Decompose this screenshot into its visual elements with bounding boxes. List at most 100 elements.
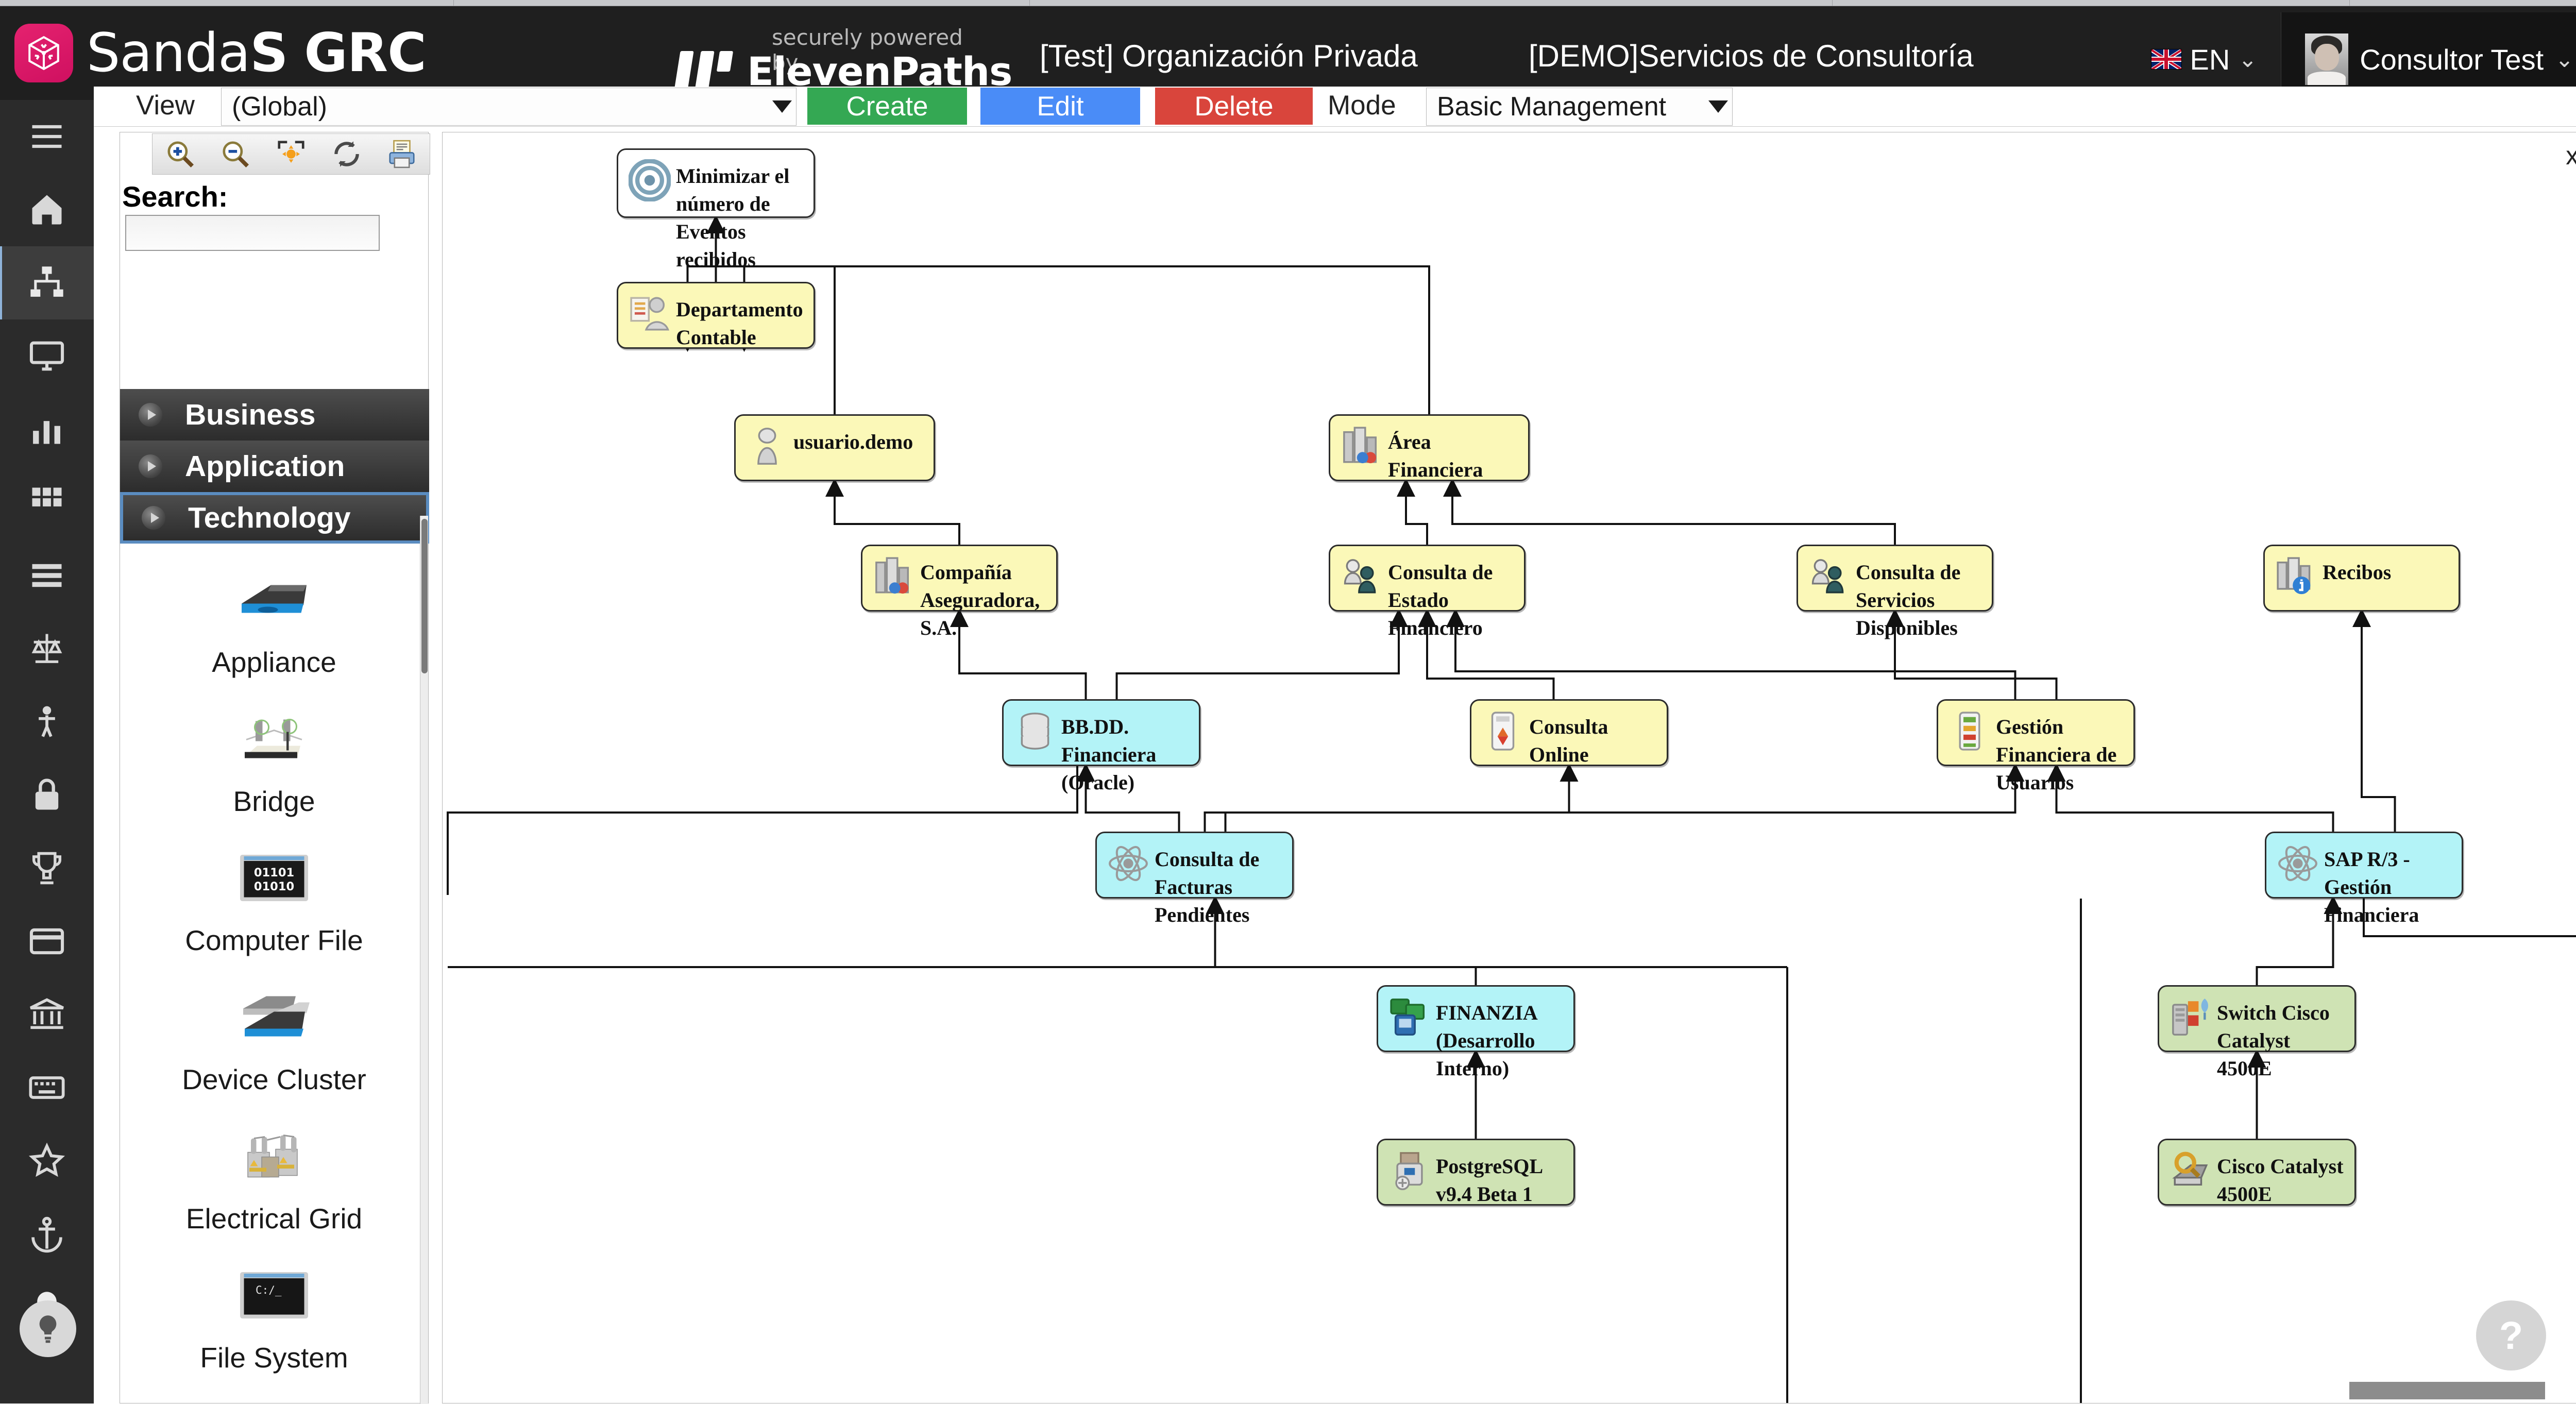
diagram-node-label: Departamento Contable	[676, 296, 806, 351]
palette-item-bridge[interactable]: Bridge	[120, 690, 428, 829]
scales-icon	[27, 629, 66, 668]
palette-item-computer-file[interactable]: 0110101010Computer File	[120, 829, 428, 968]
goal-target-icon	[629, 159, 671, 201]
rail-item-anchor[interactable]	[0, 1197, 94, 1271]
diagram-node-label: Gestión Financiera de Usuarios	[1996, 713, 2126, 797]
accordion-business[interactable]: Business	[120, 389, 429, 441]
diagram-node-n8[interactable]: Recibos	[2263, 545, 2460, 612]
view-select[interactable]: (Global)	[221, 88, 796, 126]
chevron-down-icon	[1708, 100, 1728, 113]
trophy-icon	[27, 849, 66, 888]
accordion-technology[interactable]: Technology	[120, 492, 429, 544]
left-icon-rail	[0, 100, 94, 1403]
anchor-icon	[27, 1214, 66, 1254]
diagram-node-n7[interactable]: Consulta de Servicios Disponibles	[1797, 545, 1993, 612]
canvas-horizontal-scrollbar-thumb[interactable]	[2349, 1382, 2545, 1399]
rail-item-person[interactable]	[0, 685, 94, 758]
accordion-application[interactable]: Application	[120, 441, 429, 492]
system-software-icon	[1388, 996, 1431, 1038]
diagram-node-label: FINANZIA (Desarrollo Interno)	[1436, 999, 1566, 1082]
bridge-icon	[235, 690, 313, 788]
rail-item-card[interactable]	[0, 905, 94, 978]
appliance-icon	[235, 551, 313, 649]
rail-item-bank[interactable]	[0, 978, 94, 1051]
palette-item-list: ApplianceBridge0110101010Computer FileDe…	[120, 551, 428, 1401]
database-icon	[1014, 710, 1056, 752]
rail-help-icon[interactable]	[20, 1300, 76, 1357]
palette-item-label: Appliance	[212, 646, 336, 679]
palette-item-appliance[interactable]: Appliance	[120, 551, 428, 690]
rail-item-lock[interactable]	[0, 758, 94, 832]
diagram-node-label: Compañía Aseguradora, S.A.	[920, 559, 1049, 642]
diagram-node-n1[interactable]: Minimizar el número de Eventos recibidos	[617, 148, 815, 218]
diagram-node-label: usuario.demo	[793, 428, 926, 456]
computer-file-icon: 0110101010	[235, 829, 313, 927]
diagram-node-n5[interactable]: Compañía Aseguradora, S.A.	[861, 545, 1058, 612]
diagram-node-n13[interactable]: SAP R/3 - Gestión Financiera	[2265, 832, 2463, 899]
brand-logo[interactable]: SandaS GRC	[14, 22, 426, 84]
diagram-node-n4[interactable]: Área Financiera	[1329, 414, 1530, 481]
rail-item-home[interactable]	[0, 173, 94, 246]
monitor-icon	[27, 336, 66, 376]
architecture-diagram-canvas[interactable]: x0. Minimizar el número de Eventos recib…	[442, 132, 2576, 1403]
print-icon[interactable]	[383, 137, 421, 172]
diagram-node-n17[interactable]: Cisco Catalyst 4500E	[2158, 1139, 2356, 1206]
business-service-icon	[1341, 555, 1383, 598]
zoom-out-icon[interactable]	[216, 137, 255, 172]
palette-item-file-system[interactable]: C:/_File System	[120, 1246, 428, 1385]
diagram-node-n2[interactable]: Departamento Contable	[617, 282, 815, 349]
create-button[interactable]: Create	[807, 88, 967, 125]
diagram-node-n9[interactable]: BB.DD. Financiera (Oracle)	[1002, 699, 1200, 766]
rail-item-monitor[interactable]	[0, 319, 94, 393]
play-circle-icon	[139, 403, 162, 427]
rail-item-menu[interactable]	[0, 100, 94, 173]
brand-grc: GRC	[304, 22, 426, 84]
business-object-icon	[2275, 555, 2317, 598]
lock-icon	[27, 775, 66, 815]
sandas-hexagon-logo	[14, 24, 73, 82]
fit-to-screen-icon[interactable]	[272, 137, 310, 172]
home-icon	[27, 190, 66, 229]
bank-icon	[27, 995, 66, 1034]
rail-item-trophy[interactable]	[0, 832, 94, 905]
rail-item-star[interactable]	[0, 1124, 94, 1197]
chevron-down-icon	[772, 100, 792, 113]
business-unit-icon	[1341, 425, 1383, 467]
edit-button[interactable]: Edit	[980, 88, 1140, 125]
card-icon	[27, 922, 66, 961]
diagram-node-n14[interactable]: FINANZIA (Desarrollo Interno)	[1377, 985, 1575, 1052]
palette-item-label: Device Cluster	[182, 1063, 366, 1096]
refresh-icon[interactable]	[328, 137, 366, 172]
keyboard-icon	[27, 1068, 66, 1107]
rail-item-keyboard[interactable]	[0, 1051, 94, 1124]
delete-button[interactable]: Delete	[1155, 88, 1313, 125]
search-input[interactable]	[125, 215, 380, 251]
grid-icon	[27, 483, 66, 522]
rail-item-list[interactable]	[0, 539, 94, 612]
business-service-icon	[1808, 555, 1851, 598]
palette-item-device-cluster[interactable]: Device Cluster	[120, 968, 428, 1107]
rail-item-sitemap[interactable]	[0, 246, 94, 319]
diagram-node-n11[interactable]: Gestión Financiera de Usuarios	[1937, 699, 2135, 766]
diagram-node-n3[interactable]: usuario.demo	[734, 414, 935, 481]
brand-name-accent: S	[250, 22, 287, 84]
palette-item-label: File System	[200, 1341, 348, 1374]
app-component-icon	[1482, 710, 1524, 752]
mode-label: Mode	[1328, 90, 1396, 121]
diagram-node-n15[interactable]: Switch Cisco Catalyst 4500E	[2158, 985, 2356, 1052]
zoom-in-icon[interactable]	[161, 137, 199, 172]
mode-select[interactable]: Basic Management	[1426, 88, 1733, 126]
diagram-node-n10[interactable]: Consulta Online	[1470, 699, 1668, 766]
diagram-node-n6[interactable]: Consulta de Estado Financiero	[1329, 545, 1526, 612]
palette-scrollbar-thumb[interactable]	[421, 519, 428, 673]
diagram-node-label: SAP R/3 - Gestión Financiera	[2324, 845, 2454, 929]
diagram-node-n16[interactable]: PostgreSQL v9.4 Beta 1	[1377, 1139, 1575, 1206]
rail-item-grid[interactable]	[0, 466, 94, 539]
rail-item-bar-chart[interactable]	[0, 393, 94, 466]
help-button[interactable]: ?	[2476, 1300, 2546, 1371]
rail-item-scales[interactable]	[0, 612, 94, 685]
palette-scrollbar[interactable]	[420, 516, 428, 1404]
palette-item-electrical-grid[interactable]: Electrical Grid	[120, 1107, 428, 1246]
diagram-node-n12[interactable]: Consulta de Facturas Pendientes	[1095, 832, 1294, 899]
brand-name: Sanda	[87, 22, 250, 84]
